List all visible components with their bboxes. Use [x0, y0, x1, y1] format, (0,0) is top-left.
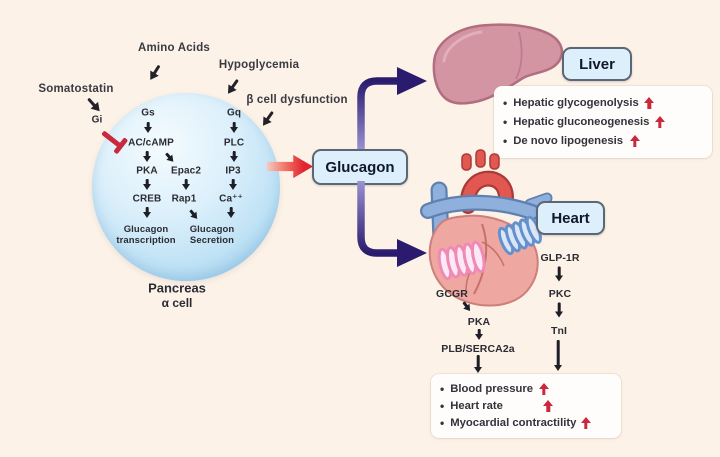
- down-arrow: [554, 303, 564, 320]
- down-arrow: [229, 151, 239, 163]
- arrow-to-heart: [357, 181, 400, 257]
- increase-arrow-icon: [629, 135, 640, 148]
- amino-acids-arrow-icon: [143, 62, 165, 86]
- heart-box: Heart: [536, 201, 605, 235]
- down-arrow: [228, 179, 238, 191]
- node-plc: PLC: [223, 137, 245, 149]
- down-arrow: [226, 207, 236, 219]
- heart-effect-text: Blood pressure: [450, 383, 534, 395]
- increase-arrow-icon: [538, 383, 549, 396]
- node-creb: CREB: [132, 193, 162, 205]
- liver-effect-text: Hepatic glycogenolysis: [513, 97, 639, 109]
- node-calcium: Ca⁺⁺: [219, 193, 243, 205]
- hypoglycemia-arrow-icon: [221, 76, 244, 100]
- glucagon-branch-arrows: [357, 67, 427, 267]
- gcgr-receptor-coil-icon: [437, 240, 486, 281]
- heart-effect-text: Myocardial contractility: [450, 417, 577, 429]
- liver-body: [432, 23, 564, 105]
- liver-lobe-line: [515, 31, 523, 80]
- liver-effect-item: Hepatic gluconeogenesis: [503, 115, 703, 129]
- node-gcgr: GCGR: [436, 288, 468, 300]
- coronary-artery: [473, 223, 488, 295]
- down-arrow: [554, 267, 564, 284]
- liver-highlight: [442, 30, 483, 63]
- heart-illustration: [420, 149, 553, 307]
- node-ip3: IP3: [225, 165, 241, 177]
- down-arrow: [142, 151, 152, 163]
- node-rap1: Rap1: [171, 193, 197, 205]
- down-arrow: [181, 179, 191, 191]
- heart-effect-item: Heart rate: [440, 399, 612, 413]
- liver-illustration: [432, 23, 564, 105]
- liver-effect-text: Hepatic gluconeogenesis: [513, 116, 650, 128]
- down-arrow: [142, 179, 152, 191]
- node-pkc: PKC: [548, 288, 572, 300]
- label-hypoglycemia: Hypoglycemia: [218, 59, 300, 71]
- liver-effects-panel: Hepatic glycogenolysis Hepatic gluconeog…: [494, 86, 712, 158]
- node-glucagon-secretion: Glucagon Secretion: [189, 223, 235, 246]
- node-glp1r: GLP-1R: [540, 252, 580, 264]
- node-gi: Gi: [91, 114, 103, 126]
- increase-arrow-icon: [543, 400, 554, 413]
- liver-effect-item: De novo lipogenesis: [503, 134, 703, 148]
- down-arrow: [473, 355, 483, 375]
- down-arrow: [553, 340, 563, 374]
- down-arrow: [229, 122, 239, 134]
- node-plb-serca2a: PLB/SERCA2a: [441, 343, 515, 355]
- node-ac-camp: AC/cAMP: [128, 137, 174, 149]
- node-pka: PKA: [136, 165, 158, 177]
- down-arrow: [474, 329, 484, 341]
- arrow-to-liver: [357, 77, 400, 149]
- arrowhead-liver: [397, 67, 427, 95]
- liver-label: Liver: [579, 55, 615, 73]
- label-amino-acids: Amino Acids: [137, 42, 211, 54]
- label-beta-cell-dysfunction: β cell dysfunction: [246, 94, 348, 106]
- aorta-stub: [489, 153, 500, 170]
- down-arrow: [142, 207, 152, 219]
- pancreas-caption: Pancreas: [148, 280, 206, 296]
- node-gq: Gq: [226, 107, 242, 119]
- node-gs: Gs: [141, 107, 155, 119]
- node-glucagon-transcription: Glucagon transcription: [116, 223, 176, 246]
- liver-effect-text: De novo lipogenesis: [513, 135, 624, 147]
- glucagon-label: Glucagon: [325, 158, 395, 176]
- heart-effect-item: Myocardial contractility: [440, 416, 612, 430]
- increase-arrow-icon: [654, 116, 665, 129]
- pulmonary-artery: [422, 197, 538, 218]
- alpha-cell-caption: α cell: [161, 296, 193, 310]
- node-tni: TnI: [550, 325, 568, 337]
- label-somatostatin: Somatostatin: [38, 83, 114, 95]
- heart-effects-panel: Blood pressure Heart rate Myocardial con…: [431, 374, 621, 438]
- heart-label: Heart: [551, 209, 590, 227]
- down-arrow: [143, 122, 153, 134]
- aorta-stub: [461, 153, 472, 171]
- heart-effect-item: Blood pressure: [440, 382, 612, 396]
- increase-arrow-icon: [580, 417, 591, 430]
- aorta-stub: [475, 149, 486, 168]
- node-heart-pka: PKA: [467, 316, 491, 328]
- increase-arrow-icon: [644, 97, 655, 110]
- arrowhead-heart: [397, 239, 427, 267]
- node-epac2: Epac2: [171, 165, 201, 177]
- heart-effect-text: Heart rate: [450, 400, 503, 412]
- liver-effect-item: Hepatic glycogenolysis: [503, 96, 703, 110]
- liver-box: Liver: [562, 47, 632, 81]
